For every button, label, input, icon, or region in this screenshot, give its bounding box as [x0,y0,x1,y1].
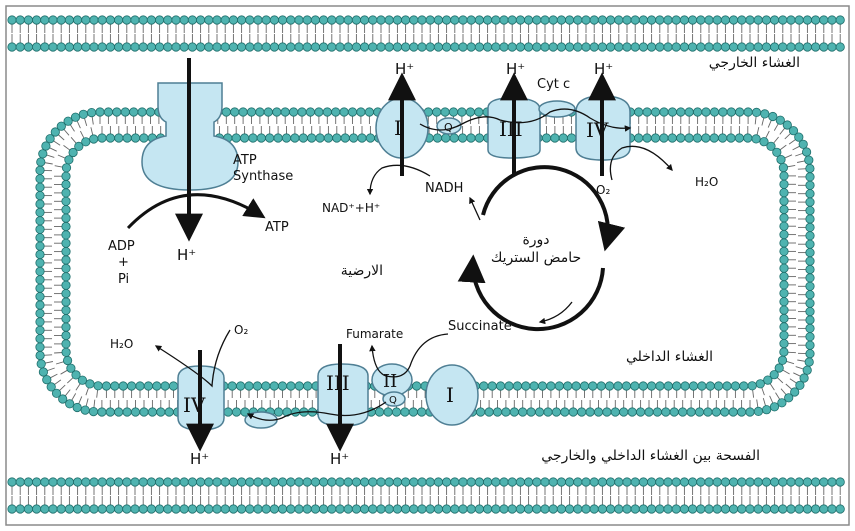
electron-path-top [419,108,632,132]
proton-label-top-i: H⁺ [395,60,414,78]
outer-membrane-top [7,15,845,52]
complex-iv-bottom-label: IV [183,393,206,417]
adp-label: ADP [108,239,135,254]
atp-synthase [126,58,266,242]
complex-iii-top: III [487,72,541,176]
water-bottom-label: H₂O [110,337,133,351]
atp-label: ATP [265,220,289,235]
matrix-label: الارضية [341,263,383,279]
krebs-cycle-label-2: حامض الستريك [491,250,581,266]
proton-label-bottom-iii: H⁺ [330,450,349,468]
krebs-cycle [457,165,626,332]
intermembrane-space-label: الفسحة بين الغشاء الداخلي والخارجي [541,448,760,464]
proton-label-synthase: H⁺ [177,246,196,264]
succinate-to-fumarate-arrow [369,333,449,378]
complex-i-top-label: I [394,116,402,140]
complex-i-bottom: I [425,364,479,426]
inner-membrane-label: الغشاء الداخلي [626,349,713,365]
adp-to-atp-arrow [126,193,266,230]
complex-ii-bottom: II Q [371,363,413,407]
complex-iv-bottom: IV [177,350,225,452]
succinate-label: Succinate [448,319,512,334]
electron-path-bottom [246,401,387,421]
complex-i-bottom-label: I [446,383,454,407]
outer-membrane-label: الغشاء الخارجي [709,55,800,71]
svg-text:Q: Q [444,121,453,134]
nad-label: NAD⁺+H⁺ [322,201,380,215]
atp-synthase-label-1: ATP [233,153,257,168]
svg-text:Q: Q [389,395,397,406]
svg-text:Cyt c: Cyt c [537,77,570,92]
oxygen-top-label: O₂ [596,183,610,197]
oxygen-to-water-bottom-arrow [154,329,231,388]
complex-iii-bottom-label: III [326,371,350,395]
pi-label: Pi [118,272,129,287]
oxygen-bottom-label: O₂ [234,323,248,337]
water-top-label: H₂O [695,175,718,189]
nadh-label: NADH [425,181,463,196]
proton-label-top-iv: H⁺ [594,60,613,78]
complex-iii-bottom: III [317,344,369,452]
complex-ii-bottom-label: II [383,371,397,392]
krebs-cycle-label-1: دورة [522,232,549,248]
proton-label-bottom-iv: H⁺ [190,450,209,468]
atp-synthase-label-2: Synthase [233,169,293,184]
outer-frame [5,5,850,526]
outer-membrane-bottom [7,477,845,514]
oxygen-to-water-top-arrow [609,145,673,181]
adp-plus-label: + [118,255,129,270]
nadh-to-nad-arrow [366,164,431,196]
fumarate-label: Fumarate [346,327,403,341]
proton-label-top-iii: H⁺ [506,60,525,78]
